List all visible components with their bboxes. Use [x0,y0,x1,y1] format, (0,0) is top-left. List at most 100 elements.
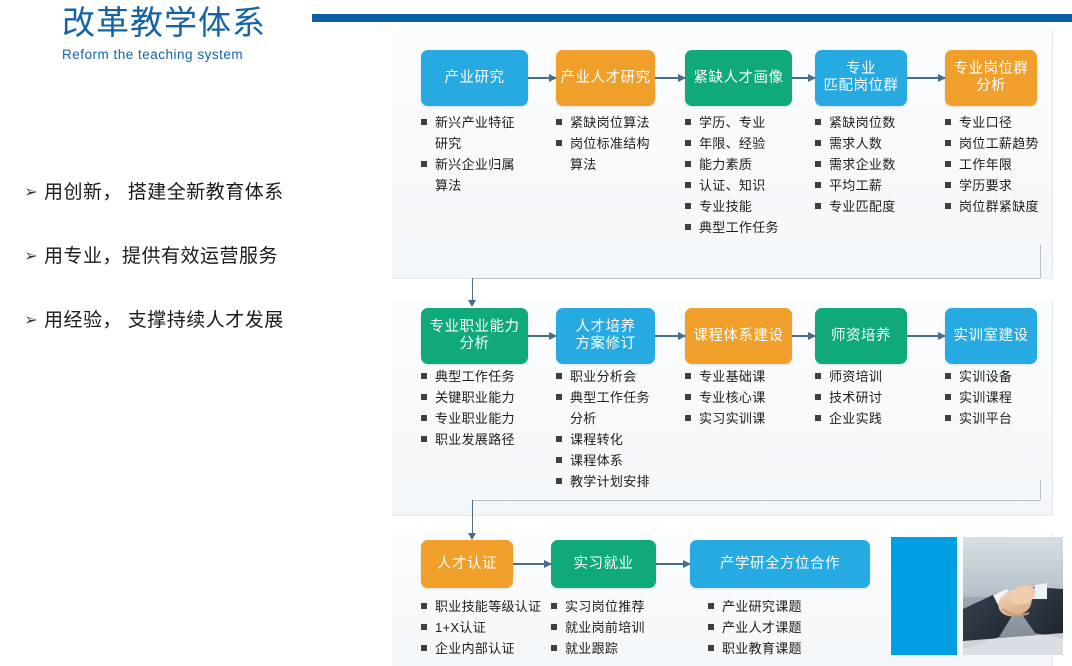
square-bullet-icon [708,645,714,651]
square-bullet-icon [421,415,427,421]
title-rule-divider [312,14,1072,22]
detail-list-item-label: 专业技能 [699,199,753,214]
detail-list-item-label: 实训平台 [959,411,1013,426]
detail-list: 职业分析会典型工作任务分析课程转化课程体系教学计划安排 [556,366,650,492]
detail-list-item: 年限、经验 [685,133,779,154]
detail-list-item-label: 能力素质 [699,157,753,172]
flow-node-detail-list: 产业研究课题产业人才课题职业教育课题 [708,596,802,659]
flow-node-专业-匹配岗位群[interactable]: 专业匹配岗位群 [815,50,907,106]
flow-node-label-line: 分析 [976,78,1006,94]
detail-list-item-label: 专业匹配度 [829,199,896,214]
flow-node-label-line: 实训室建设 [953,327,1029,344]
flow-node-detail-list: 专业口径岗位工薪趋势工作年限学历要求岗位群紧缺度 [945,112,1039,217]
detail-list-item: 产业人才课题 [708,617,802,638]
flow-node-label-line: 师资培养 [831,327,891,344]
square-bullet-icon [685,224,691,230]
detail-list: 学历、专业年限、经验能力素质认证、知识专业技能典型工作任务 [685,112,779,238]
detail-list-item: 产业研究课题 [708,596,802,617]
detail-list-item: 实训设备 [945,366,1012,387]
flow-node-label-line: 产业研究 [444,69,505,86]
square-bullet-icon [421,624,427,630]
detail-list: 紧缺岗位数需求人数需求企业数平均工薪专业匹配度 [815,112,896,217]
square-bullet-icon [945,119,951,125]
detail-list-item-label: 紧缺岗位算法 [570,115,650,130]
list-item-label: 用经验， 支撑持续人才发展 [44,310,284,331]
detail-list-item-label: 学历要求 [959,178,1013,193]
detail-list-item: 实习实训课 [685,408,766,429]
square-bullet-icon [815,203,821,209]
square-bullet-icon [551,603,557,609]
flow-arrow-right [907,331,946,340]
detail-list-item: 专业核心课 [685,387,766,408]
detail-list-item: 职业分析会 [556,366,650,387]
detail-list-item: 课程体系 [556,450,650,471]
square-bullet-icon [815,415,821,421]
detail-list-item-label: 岗位工薪趋势 [959,136,1039,151]
flow-node-人才培养-方案修订[interactable]: 人才培养方案修订 [556,308,655,364]
detail-list-item-label: 教学计划安排 [570,474,650,489]
detail-list-item-label: 学历、专业 [699,115,766,130]
page-title: 改革教学体系 [62,4,266,41]
detail-list-item-label: 岗位标准结构 [570,136,650,151]
flow-node-课程体系建设[interactable]: 课程体系建设 [685,308,792,364]
detail-list-item: 实训平台 [945,408,1012,429]
detail-list-item-label: 典型工作任务 [435,369,515,384]
flow-node-人才认证[interactable]: 人才认证 [421,540,513,588]
detail-list-item-label: 典型工作任务 [570,390,650,405]
detail-list-item-label: 实习岗位推荐 [565,599,645,614]
detail-list: 专业口径岗位工薪趋势工作年限学历要求岗位群紧缺度 [945,112,1039,217]
square-bullet-icon [945,140,951,146]
flow-node-label-line: 课程体系建设 [693,327,784,344]
square-bullet-icon [685,373,691,379]
square-bullet-icon [556,478,562,484]
detail-list-item: 教学计划安排 [556,471,650,492]
flow-node-紧缺人才画像[interactable]: 紧缺人才画像 [685,50,792,106]
flow-node-产业研究[interactable]: 产业研究 [421,50,528,106]
arrow-bullet-icon: ➢ [24,248,38,265]
detail-list: 实习岗位推荐就业岗前培训就业跟踪 [551,596,645,659]
detail-list-item: 实习岗位推荐 [551,596,645,617]
flow-node-产业人才研究[interactable]: 产业人才研究 [556,50,655,106]
list-item-label: 用专业，提供有效运营服务 [44,246,279,267]
flow-node-专业职业能力-分析[interactable]: 专业职业能力分析 [421,308,528,364]
square-bullet-icon [708,624,714,630]
detail-list-item-label: 需求人数 [829,136,883,151]
detail-list-item: 职业技能等级认证 [421,596,541,617]
detail-list: 产业研究课题产业人才课题职业教育课题 [708,596,802,659]
detail-list-item: 平均工薪 [815,175,896,196]
flow-node-detail-list: 紧缺岗位算法岗位标准结构算法 [556,112,650,175]
flow-arrow-right [528,331,557,340]
flow-node-实训室建设[interactable]: 实训室建设 [945,308,1037,364]
flow-node-专业岗位群-分析[interactable]: 专业岗位群分析 [945,50,1037,106]
page-subtitle: Reform the teaching system [62,47,244,62]
flow-node-实习就业[interactable]: 实习就业 [551,540,656,588]
flow-arrow-right [528,73,557,82]
flow-node-产学研全方位合作[interactable]: 产学研全方位合作 [690,540,870,588]
detail-list-item: 典型工作任务 [556,387,650,408]
detail-list-item: 岗位群紧缺度 [945,196,1039,217]
square-bullet-icon [421,161,427,167]
detail-list-item-label: 职业技能等级认证 [435,599,542,614]
detail-list-item: 分析 [556,408,650,429]
detail-list: 紧缺岗位算法岗位标准结构算法 [556,112,650,175]
detail-list: 典型工作任务关键职业能力专业职业能力职业发展路径 [421,366,515,450]
flow-node-label-line: 专业岗位群 [953,61,1029,77]
detail-list-item-label: 1+X认证 [435,620,486,635]
flow-node-detail-list: 专业基础课专业核心课实习实训课 [685,366,766,429]
detail-list-item-label: 产业研究课题 [722,599,802,614]
detail-list-item: 关键职业能力 [421,387,515,408]
square-bullet-icon [685,415,691,421]
detail-list-item: 专业技能 [685,196,779,217]
detail-list-item-label: 师资培训 [829,369,883,384]
detail-list-item: 紧缺岗位算法 [556,112,650,133]
flow-connector-segment [472,278,1040,279]
detail-list-item-label: 认证、知识 [699,178,766,193]
flow-node-师资培养[interactable]: 师资培养 [815,308,907,364]
detail-list-item-label: 岗位群紧缺度 [959,199,1039,214]
flow-node-label-line: 人才认证 [437,555,497,572]
detail-list-item: 职业发展路径 [421,429,515,450]
detail-list-item-label: 专业职业能力 [435,411,515,426]
square-bullet-icon [556,119,562,125]
